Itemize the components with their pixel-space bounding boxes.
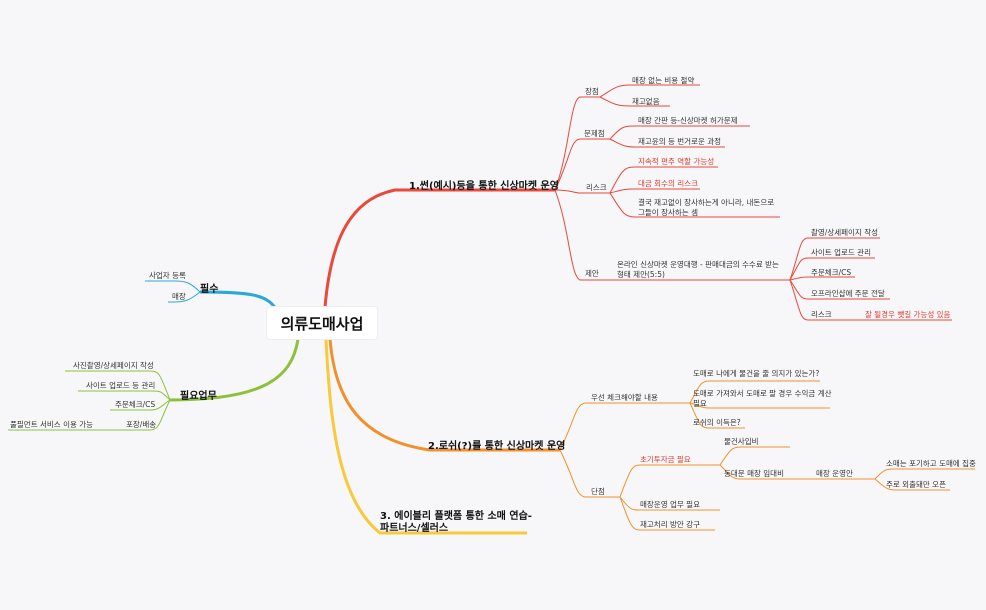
b1-proposal-item-1[interactable]: 촬영/상세페이지 작성: [811, 228, 879, 237]
tasks-item-3[interactable]: 주문체크/CS: [115, 400, 156, 409]
b1-risk-label[interactable]: 리스크: [586, 183, 607, 192]
b2-store-item-1[interactable]: 소매는 포기하고 도매에 집중: [886, 459, 976, 468]
b1-pros-item-1[interactable]: 매장 없는 비용 절약: [632, 76, 695, 85]
tasks-item-4[interactable]: 포장/배송: [126, 420, 157, 429]
b2-sub-item-2[interactable]: 동대문 매장 임대비: [724, 469, 784, 478]
tasks-item-1[interactable]: 사진촬영/상세페이지 작성: [73, 361, 154, 370]
connector-branch3: [324, 338, 527, 535]
b2-check-label[interactable]: 우선 체크해야할 내용: [591, 393, 658, 402]
b1-risk-item-3[interactable]: 결국 재고없이 장사하는게 아니라, 내돈으로 그들이 장사하는 셈: [638, 198, 775, 217]
b1-proposal-item-5[interactable]: 리스크: [811, 310, 832, 319]
tasks-item-2[interactable]: 사이트 업로드 등 관리: [86, 381, 156, 390]
b2-store-item-2[interactable]: 주로 외출돼만 오픈: [886, 480, 946, 489]
b1-pros-item-2[interactable]: 재고없음: [632, 97, 660, 106]
b1-risk-item-2[interactable]: 대금 회수의 리스크: [638, 179, 698, 188]
branch-1-title[interactable]: 1.썬(예시)등을 통한 신상마켓 운영: [409, 181, 559, 192]
b1-risk-item-1[interactable]: 지속적 편주 역할 가능성: [638, 157, 715, 166]
branch-2-title[interactable]: 2.로쉬(?)를 통한 신상마켓 운영: [428, 441, 566, 452]
required-title[interactable]: 필수: [200, 284, 219, 295]
b1-problems-item-1[interactable]: 매장 간판 등-신상마켓 허가문제: [638, 116, 738, 125]
connector-tasks: [169, 338, 300, 402]
b1-proposal-risk-note[interactable]: 잘 될경우 뺏길 가능성 있음: [865, 310, 951, 319]
root-topic[interactable]: 의류도매사업: [267, 307, 377, 339]
b1-problems-label[interactable]: 문제점: [584, 129, 605, 138]
required-item-2[interactable]: 매장: [172, 292, 186, 301]
b1-proposal-label[interactable]: 제안: [585, 269, 599, 278]
required-item-1[interactable]: 사업자 등록: [149, 271, 186, 280]
tasks-note[interactable]: 풀필먼트 서비스 이용 가능: [10, 420, 94, 429]
b2-check-item-3[interactable]: 로쉬의 이득은?: [693, 418, 741, 427]
b2-steps-label[interactable]: 단점: [591, 487, 605, 496]
b1-proposal-item-4[interactable]: 오프라인샵에 주문 전달: [811, 289, 885, 298]
branch-3-title-line2[interactable]: 파트너스/셀러스: [380, 523, 449, 534]
b2-initial-cost[interactable]: 초기투자금 필요: [640, 455, 691, 464]
connector-branch1: [323, 188, 555, 308]
b2-other-item-2[interactable]: 재고처리 방안 강구: [640, 520, 700, 529]
b2-sub-item-1[interactable]: 물건사입비: [724, 437, 759, 446]
b2-check-item-1[interactable]: 도매로 나에게 물건을 줄 의지가 있는가?: [693, 369, 820, 378]
b1-proposal-item-2[interactable]: 사이트 업로드 관리: [811, 248, 871, 257]
b1-problems-item-2[interactable]: 재고윤의 등 번거로운 과정: [638, 137, 722, 146]
b1-proposal-text[interactable]: 온라인 신상마켓 운영대행 - 판매대금의 수수료 받는 형태 제안(5:5): [617, 260, 779, 279]
b2-other-item-1[interactable]: 매장운영 업무 필요: [640, 500, 700, 509]
branch-3-title-line1[interactable]: 3. 에이블리 플랫폼 통한 소매 연습-: [380, 511, 532, 522]
connector-branch2: [328, 338, 560, 452]
tasks-title[interactable]: 필요업무: [180, 391, 217, 402]
b1-proposal-item-3[interactable]: 주문체크/CS: [811, 268, 852, 277]
b2-store-op[interactable]: 매장 운영안: [816, 469, 853, 478]
b1-pros-label[interactable]: 장점: [585, 87, 599, 96]
b2-check-item-2[interactable]: 도매로 가져와서 도매로 팔 경우 수익금 계산 필요: [693, 389, 832, 408]
